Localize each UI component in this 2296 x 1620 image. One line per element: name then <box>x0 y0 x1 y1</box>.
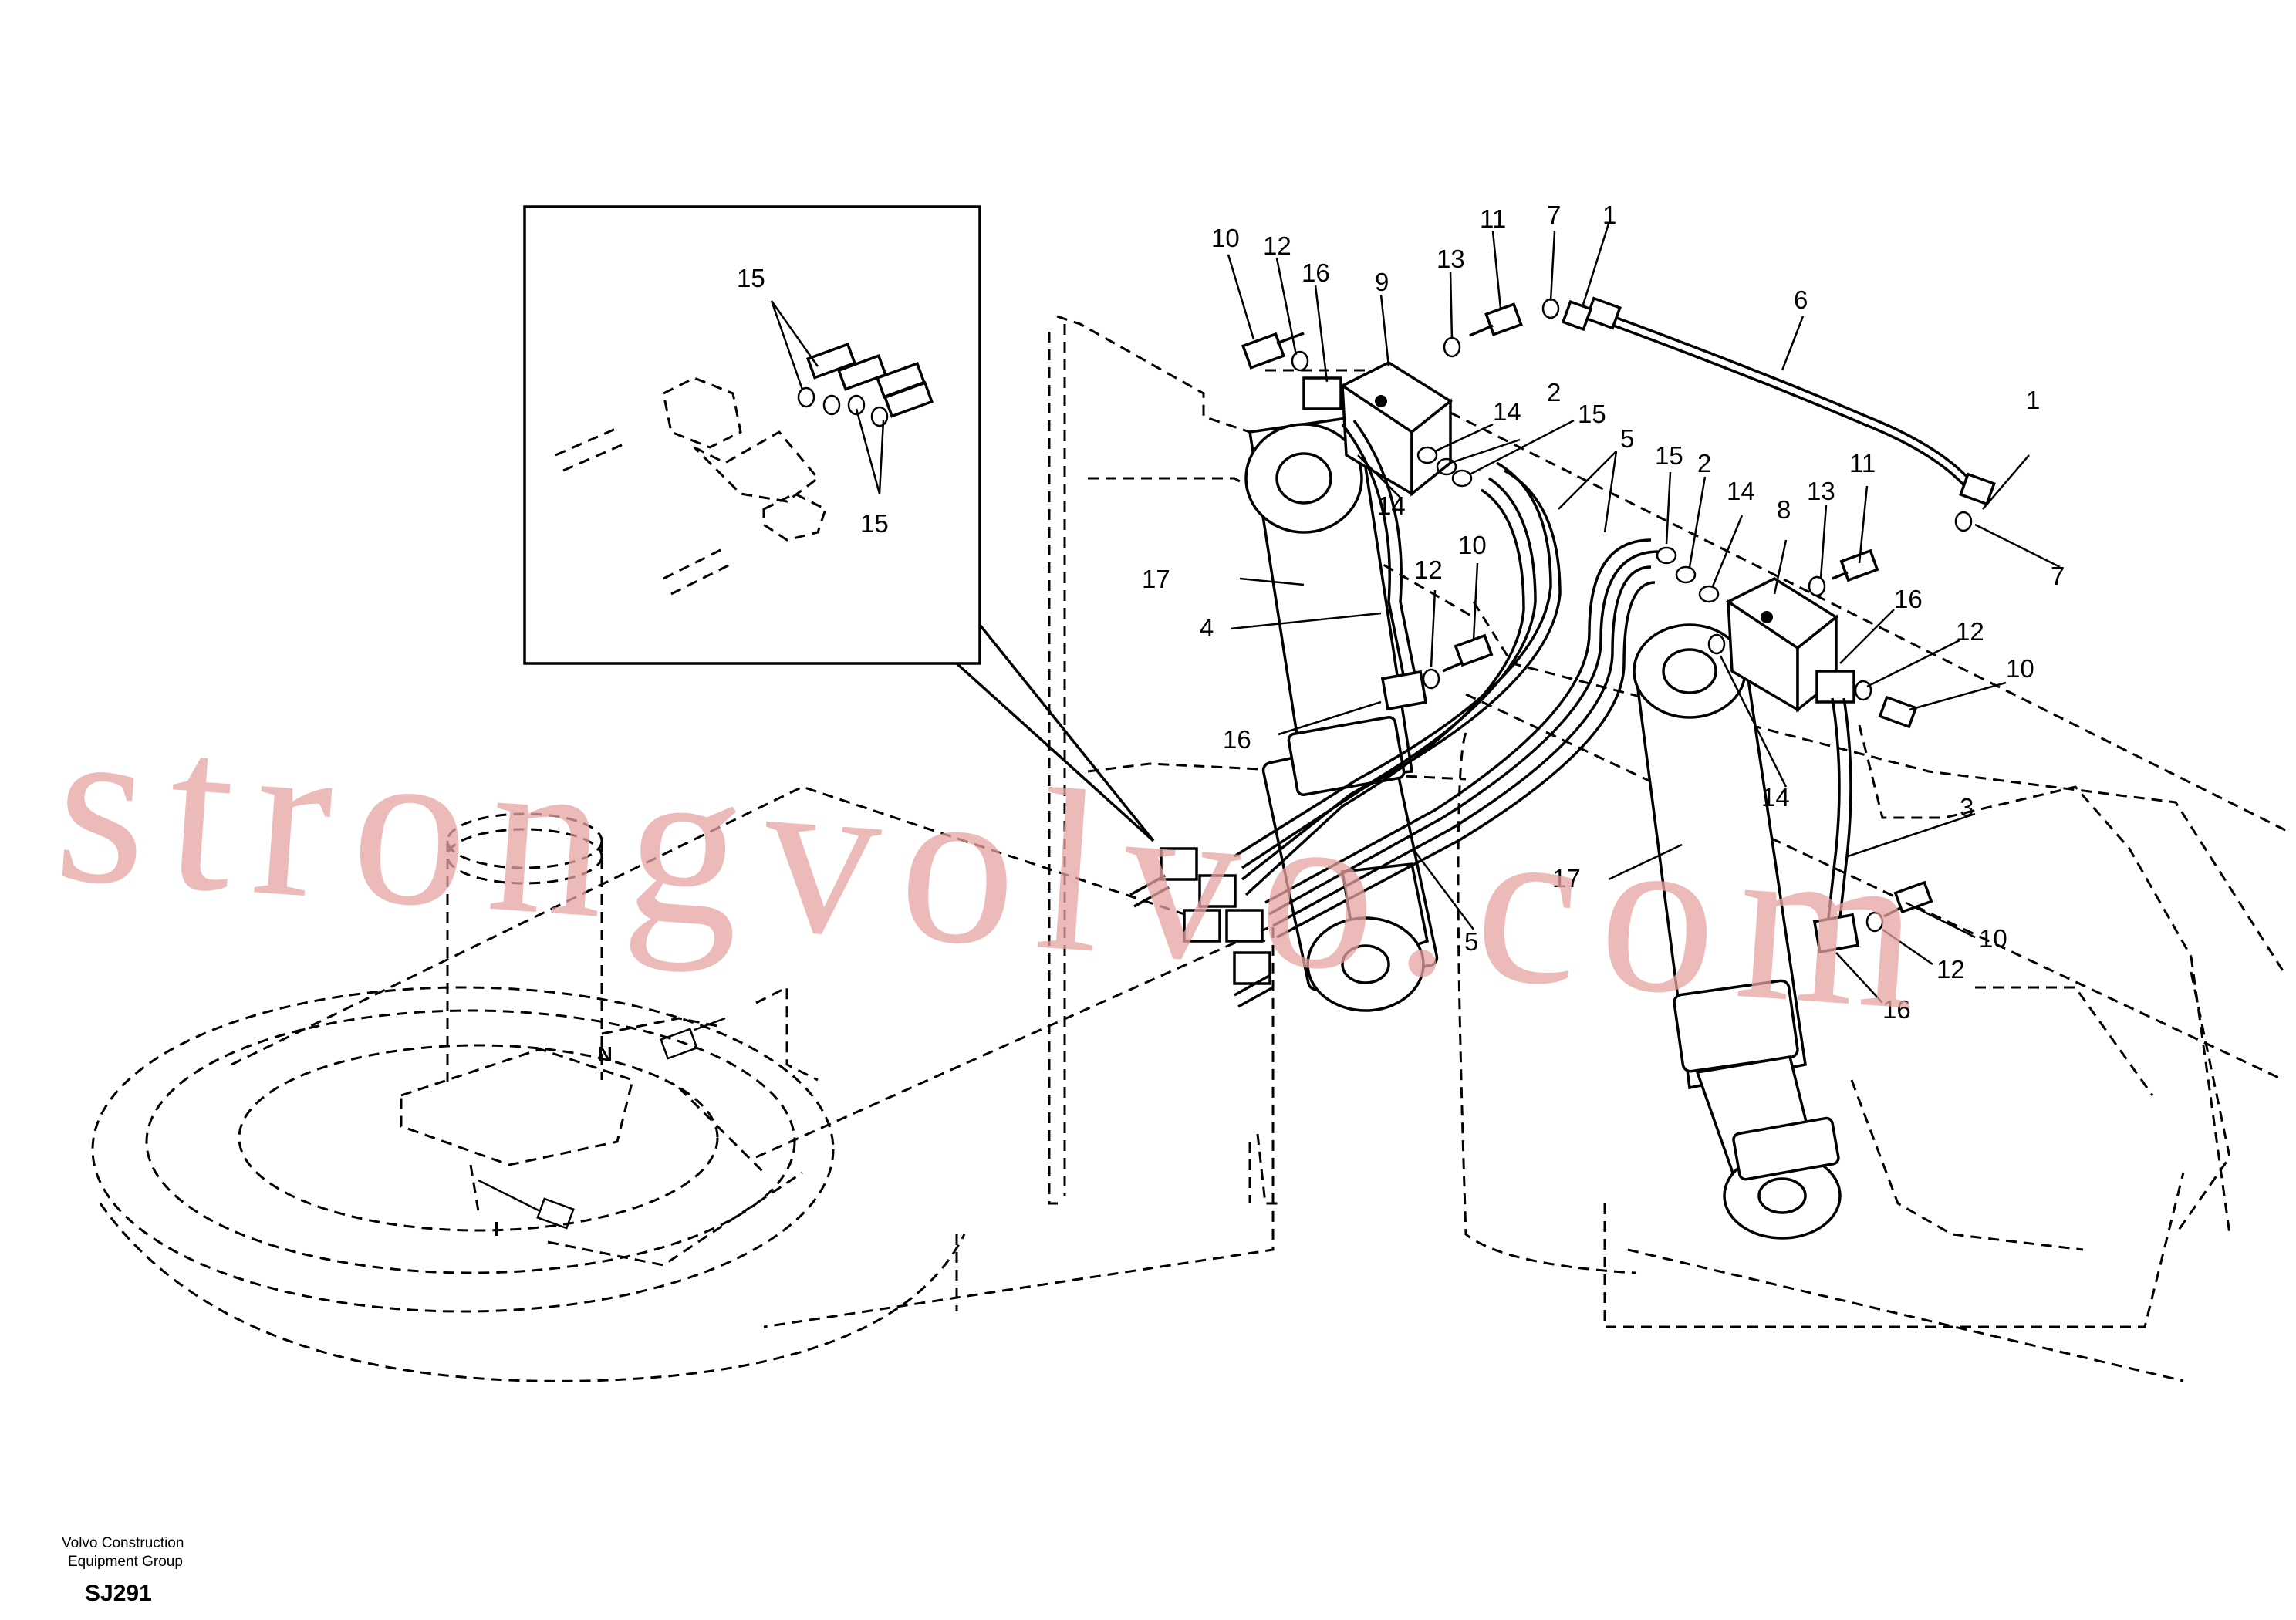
label-6: 6 <box>1794 285 1808 314</box>
label-10: 10 <box>1211 224 1240 252</box>
hoses-5 <box>1129 461 1660 1008</box>
label-1: 1 <box>2026 386 2040 414</box>
pipe-4 <box>1341 419 1428 711</box>
label-13: 13 <box>1807 477 1835 505</box>
inset-detail <box>523 205 1155 842</box>
label-14: 14 <box>1727 477 1755 505</box>
label-7: 7 <box>2051 562 2065 590</box>
centre-joint-fittings <box>478 1017 726 1230</box>
label-14: 14 <box>1493 397 1521 426</box>
label-10: 10 <box>1458 531 1487 559</box>
boom-cylinder-left <box>1244 415 1439 1012</box>
label-11: 11 <box>1480 204 1506 233</box>
port-label-i: I <box>494 1217 499 1240</box>
label-12: 12 <box>1263 231 1292 260</box>
label-16: 16 <box>1882 995 1911 1024</box>
label-12: 12 <box>1956 617 1984 646</box>
label-2: 2 <box>1547 378 1561 407</box>
label-13: 13 <box>1437 245 1465 273</box>
valve-block-8 <box>1725 576 1855 713</box>
label-16: 16 <box>1223 725 1251 754</box>
label-16: 16 <box>1302 258 1330 287</box>
port-label-n: N <box>598 1042 613 1065</box>
footer-company-line2: Equipment Group <box>68 1554 183 1570</box>
label-1: 1 <box>1602 201 1616 229</box>
label-10: 10 <box>2006 654 2034 683</box>
label-5: 5 <box>1464 927 1478 956</box>
machine-outline <box>91 315 2292 1382</box>
label-3: 3 <box>1960 793 1974 822</box>
label-14: 14 <box>1761 783 1790 812</box>
label-8: 8 <box>1777 495 1791 524</box>
hardware <box>1241 298 1973 933</box>
label-9: 9 <box>1375 268 1389 296</box>
label-11: 11 <box>1849 449 1876 478</box>
boom-cylinder-right <box>1633 623 1842 1240</box>
leader-lines <box>1227 223 2061 1004</box>
label-12: 12 <box>1936 955 1965 984</box>
footer-company-line1: Volvo Construction <box>62 1535 184 1551</box>
label-10: 10 <box>1979 924 2007 953</box>
label-15: 15 <box>1655 441 1683 470</box>
hose-6 <box>1585 296 1996 506</box>
label-12: 12 <box>1414 555 1443 584</box>
label-7: 7 <box>1547 201 1561 229</box>
label-15-inset-bottom: 15 <box>860 509 889 538</box>
label-15-inset-top: 15 <box>737 264 765 292</box>
pipe-3 <box>1812 697 1860 954</box>
part-labels: 15 15 10 12 16 9 13 11 7 1 6 14 2 15 5 1… <box>494 201 2065 1240</box>
label-15: 15 <box>1578 400 1606 428</box>
label-14: 14 <box>1377 491 1406 520</box>
label-16: 16 <box>1894 585 1923 613</box>
label-4: 4 <box>1200 613 1214 642</box>
footer: Volvo Construction Equipment Group SJ291 <box>62 1535 184 1606</box>
footer-code: SJ291 <box>85 1581 152 1606</box>
label-5: 5 <box>1620 424 1634 453</box>
label-17: 17 <box>1142 565 1170 593</box>
label-17: 17 <box>1552 864 1581 893</box>
label-2: 2 <box>1697 449 1711 478</box>
